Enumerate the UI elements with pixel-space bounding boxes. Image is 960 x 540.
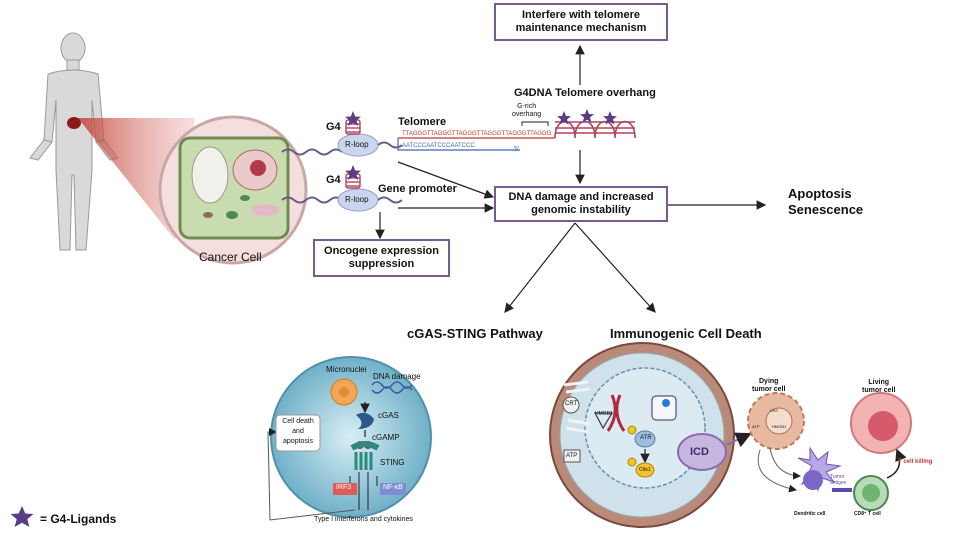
cgas-label-type1: Type I interferons and cytokines (314, 516, 413, 523)
label-gene-promoter: Gene promoter (378, 183, 457, 195)
box-dna-damage: DNA damage and increased genomic instabi… (494, 186, 668, 222)
label-telomere: Telomere (398, 116, 447, 128)
label-rloop-top: R-loop (345, 140, 369, 149)
g4-ligand-star-icon (345, 165, 361, 180)
icd-label-cd8: CD8⁺ T cell (854, 511, 881, 517)
cgas-label-micronuclei: Micronuclei (326, 365, 367, 374)
telomere-sequence-bottom: AATCCCAATCCCAATCCC (402, 143, 475, 149)
sting-icon (350, 441, 380, 451)
label-g4dna-overhang: G4DNA Telomere overhang (514, 87, 656, 99)
box-telomere-mechanism: Interfere with telomere maintenance mech… (494, 3, 668, 41)
cgas-enzyme-icon (356, 412, 374, 429)
g4-ligand-star-icon (603, 111, 617, 125)
g4-ligand-star-icon (557, 111, 571, 125)
legend-label: = G4-Ligands (40, 512, 117, 526)
cgas-label-cell-death: Cell death and apoptosis (282, 418, 314, 445)
cgas-label-irf3: IRF3 (336, 484, 352, 491)
label-g-rich-overhang: G-rich overhang (512, 103, 542, 118)
irf3-box (333, 483, 357, 495)
label-cgas-sting-pathway: cGAS-STING Pathway (407, 326, 543, 341)
icd-label-tumor-antigen: Tumor antigen (830, 474, 847, 486)
icd-label-dendritic: Dendritic cell (794, 511, 826, 517)
cgas-label-sting: STING (380, 458, 405, 467)
label-g4-bottom: G4 (326, 174, 341, 186)
cgas-cell-circle (270, 356, 432, 518)
chromosome-icon (606, 394, 626, 432)
telomere-g4-loops (554, 120, 636, 139)
label-g4-top: G4 (326, 121, 341, 133)
icd-label-crt-small: CRT (770, 408, 779, 413)
icd-label-hmgb1: HMGB1 (595, 411, 613, 417)
label-rloop-bottom: R-loop (345, 195, 369, 204)
g4-ligand-star-icon (345, 111, 361, 126)
icd-label-hmgb1-small: HMGB1 (772, 424, 787, 429)
cgas-label-nfkb: NF-κB (383, 484, 403, 491)
legend-star-icon (10, 506, 34, 527)
icd-label-atp: ATP (566, 453, 578, 459)
label-immunogenic-cell-death: Immunogenic Cell Death (610, 326, 762, 341)
icd-label-chk1: Chk1 (639, 467, 651, 473)
box-oncogene: Oncogene expression suppression (313, 239, 450, 277)
icd-label-dying: Dying tumor cell (752, 378, 786, 393)
icd-label-living: Living tumor cell (862, 379, 896, 394)
nfkb-box (380, 483, 406, 495)
icd-label-crt: CRT (565, 401, 578, 407)
cgas-label-cgamp: cGAMP (372, 433, 400, 442)
icd-label-icd: ICD (690, 446, 709, 458)
telomere-sequence-top: TTAGGGTTAGGGTTAGGGTTAGGGTTAGGGTTAGGG (402, 131, 552, 137)
label-five-prime: 5' (514, 146, 520, 153)
icd-label-atp-small: ATP (752, 424, 760, 429)
icd-label-atr: ATR (640, 435, 652, 441)
cgas-label-dna-damage: DNA damage (373, 372, 421, 381)
label-cancer-cell: Cancer Cell (199, 250, 262, 264)
icd-label-t-killing: T cell killing (898, 459, 933, 465)
tumor-icon (67, 117, 81, 129)
cgas-label-cgas: cGAS (378, 411, 399, 420)
g4-ligand-star-icon (580, 109, 594, 123)
icd-badge (677, 433, 727, 471)
label-apoptosis-senescence: Apoptosis Senescence (788, 186, 864, 217)
